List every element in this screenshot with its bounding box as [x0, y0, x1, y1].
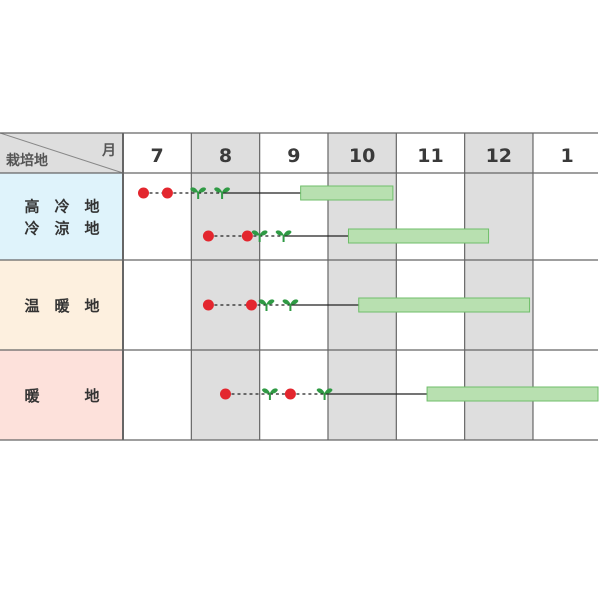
row1-sow-start-dot	[202, 299, 214, 311]
row1-sprout-2-leaf-left	[282, 299, 291, 305]
corner-month-label: 月	[101, 143, 116, 159]
row1-sprout-2-leaf-right	[290, 299, 299, 305]
row0-s1-sprout-1	[251, 230, 268, 242]
region-label-bg-0	[0, 173, 123, 260]
row0-s0-sprout-1	[190, 187, 207, 199]
row2-sprout-2-leaf-right	[324, 388, 333, 394]
row0-s0-sow-end-dot	[161, 187, 173, 199]
region-labels: 高 冷 地冷 涼 地温 暖 地暖 地	[24, 198, 99, 406]
shaded-month-column-10	[327, 133, 397, 440]
row2-sow-mid-dot	[284, 388, 296, 400]
region-label-text-0-0: 高 冷 地	[24, 198, 99, 216]
row1-sprout-1	[258, 299, 275, 311]
month-label-7: 7	[151, 145, 164, 167]
row0-s1-sow-end-dot	[241, 230, 253, 242]
month-label-9: 9	[287, 145, 300, 167]
row0-s0-sprout-1-leaf-left	[190, 187, 199, 193]
row2-sprout-2-leaf-left	[316, 388, 325, 394]
row1-sow-end-dot	[245, 299, 257, 311]
header-corner: 栽培地 月	[0, 132, 124, 174]
row0-s0-sow-start-dot	[137, 187, 149, 199]
region-label-text-1-0: 温 暖 地	[24, 297, 99, 315]
region-label-text-0-1: 冷 涼 地	[24, 220, 99, 238]
row1-sprout-2	[282, 299, 299, 311]
month-label-11: 11	[417, 145, 443, 167]
corner-diagonal	[0, 132, 124, 174]
row2-sow-start-dot	[219, 388, 231, 400]
row0-s1-sprout-2-leaf-left	[275, 230, 284, 236]
row0-s1-sprout-1-leaf-left	[251, 230, 260, 236]
row0-s0-sprout-2-leaf-right	[222, 187, 231, 193]
row1-sprout-1-leaf-right	[266, 299, 275, 305]
month-label-1: 1	[561, 145, 574, 167]
schedule-layer	[137, 185, 599, 402]
row0-s1-sprout-2-leaf-right	[283, 230, 292, 236]
row0-s1-sprout-1-leaf-right	[259, 230, 268, 236]
row0-s1-harvest-bar	[347, 228, 490, 244]
row2-sprout-1	[261, 388, 278, 400]
row2-sprout-1-leaf-left	[261, 388, 270, 394]
region-label-bg-1	[0, 260, 123, 350]
row1-harvest-bar	[358, 297, 531, 313]
row2-harvest-bar	[426, 386, 599, 402]
month-label-12: 12	[486, 145, 512, 167]
grid-layer	[0, 132, 598, 441]
row0-s1-sprout-2	[275, 230, 292, 242]
row1-sprout-1-leaf-left	[258, 299, 267, 305]
region-label-bg-2	[0, 350, 123, 440]
month-label-8: 8	[219, 145, 232, 167]
row0-s0-harvest-bar	[300, 185, 394, 201]
row0-s0-sprout-2	[214, 187, 231, 199]
region-label-text-2-0: 暖 地	[24, 387, 99, 405]
corner-region-label: 栽培地	[6, 152, 48, 169]
row0-s0-sprout-1-leaf-right	[198, 187, 207, 193]
month-header-row: 7 8 9 10 11 12 1	[151, 145, 574, 167]
row0-s0-sprout-2-leaf-left	[214, 187, 223, 193]
row0-s1-sow-start-dot	[202, 230, 214, 242]
month-label-10: 10	[349, 145, 375, 167]
row2-sprout-2	[316, 388, 333, 400]
row2-sprout-1-leaf-right	[269, 388, 278, 394]
